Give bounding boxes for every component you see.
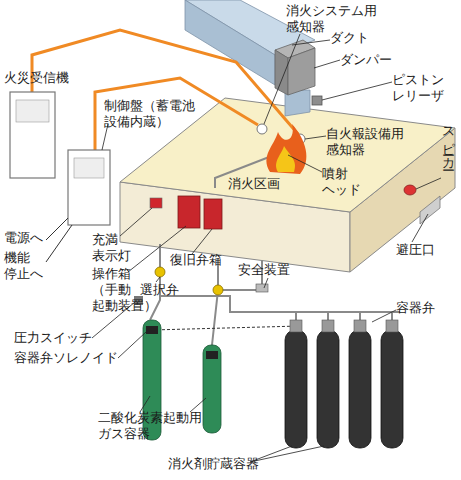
- part-label: 電源へ: [4, 230, 43, 246]
- selector-valve: [155, 267, 165, 277]
- duct: [185, 0, 275, 85]
- part-label: 圧力スイッチ: [14, 330, 92, 346]
- leader-line: [264, 278, 268, 288]
- power-line: [46, 218, 68, 240]
- container-valve: [322, 320, 334, 332]
- valve-solenoid: [146, 326, 158, 334]
- pipe: [296, 312, 392, 322]
- sensor: [257, 124, 267, 134]
- speaker: [404, 185, 416, 195]
- leader-line: [264, 34, 300, 124]
- vent: [420, 196, 440, 224]
- stop-line: [46, 225, 72, 262]
- part-label: ダクト: [330, 30, 369, 46]
- part-label: 二酸化炭素起動用 ガス容器: [98, 410, 208, 442]
- reset-valve-box: [204, 199, 222, 229]
- piston-releaser: [312, 96, 322, 105]
- leader-lines: [92, 34, 441, 462]
- start-gas-cylinder: [203, 345, 221, 433]
- operation-box: [178, 196, 200, 228]
- part-label: スピーカー: [440, 118, 456, 163]
- part-label: 消火区画: [228, 176, 280, 192]
- start-line: [152, 326, 300, 330]
- part-label: 復旧弁箱: [170, 252, 222, 268]
- storage-cylinder: [349, 330, 371, 448]
- container-valve: [290, 320, 302, 332]
- leader-line: [156, 277, 160, 282]
- part-label: 火災受信機: [4, 70, 69, 86]
- part-label: ダンパー: [340, 52, 392, 68]
- flame: [266, 124, 306, 174]
- leader-line: [292, 40, 330, 45]
- part-label: 制御盤（蓄電池 設備内蔵）: [104, 98, 200, 130]
- damper: [275, 50, 288, 95]
- leader-line: [190, 398, 206, 412]
- indicator-lamp: [150, 198, 162, 208]
- part-label: 容器弁: [396, 300, 435, 316]
- leader-line: [416, 178, 441, 189]
- pipe: [212, 258, 218, 345]
- leader-line: [412, 214, 428, 242]
- leader-line: [322, 82, 392, 100]
- container-valve: [386, 320, 398, 332]
- leader-line: [314, 60, 340, 68]
- leader-line: [305, 136, 326, 139]
- part-label: 自火報設備用 感知器: [326, 126, 410, 158]
- fire-receiver: [16, 100, 49, 122]
- fire-receiver: [10, 92, 55, 178]
- part-label: 噴射 ヘッド: [322, 166, 364, 198]
- damper: [288, 48, 315, 95]
- storage-cylinder: [317, 330, 339, 448]
- part-label: 充満 表示灯: [92, 232, 134, 264]
- pipe: [160, 296, 400, 312]
- control-panel: [74, 158, 104, 178]
- valve-solenoid: [206, 351, 218, 359]
- part-label: 避圧口: [396, 242, 435, 258]
- part-label: 機能 停止へ: [4, 250, 46, 282]
- part-label: 消火剤貯蔵容器: [168, 456, 259, 472]
- leader-line: [140, 396, 150, 412]
- selector-valve: [213, 285, 223, 295]
- alarm-wire: [32, 30, 298, 134]
- leader-line: [120, 208, 152, 236]
- leader-line: [372, 310, 396, 322]
- part-label: 選択弁: [140, 282, 179, 298]
- part-label: 容器弁ソレノイド: [14, 350, 118, 366]
- storage-cylinder: [285, 330, 307, 448]
- leader-line: [118, 332, 146, 358]
- leader-line: [250, 446, 324, 462]
- part-label: 安全装置: [238, 262, 290, 278]
- control-panel: [68, 150, 110, 225]
- part-label: ピストン レリーザ: [392, 72, 450, 104]
- storage-cylinder: [381, 330, 403, 448]
- container-valve: [354, 320, 366, 332]
- leader-line: [192, 229, 212, 254]
- safety-device: [256, 284, 268, 292]
- flame: [276, 146, 295, 172]
- alarm-wire: [95, 78, 258, 150]
- leader-line: [288, 155, 322, 172]
